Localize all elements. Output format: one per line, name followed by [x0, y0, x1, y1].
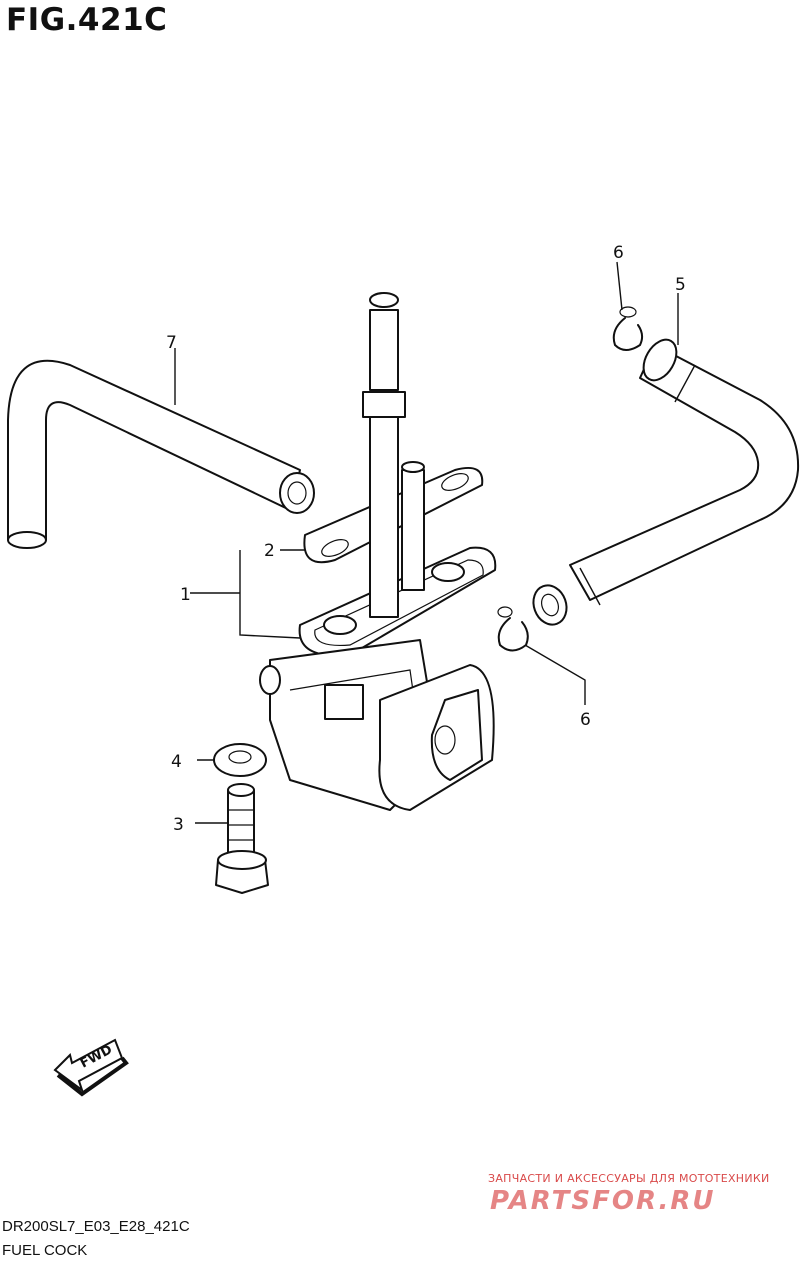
- callout-7: 7: [166, 333, 177, 353]
- bolt-3: [215, 783, 269, 894]
- clip-6-lower: [497, 606, 529, 652]
- clip-6-upper: [612, 306, 644, 351]
- watermark-tagline: ЗАПЧАСТИ И АКСЕССУАРЫ ДЛЯ МОТОТЕХНИКИ: [488, 1172, 770, 1185]
- watermark-brand: PARTSFOR.RU: [490, 1186, 716, 1216]
- callout-6-upper: 6: [613, 243, 624, 263]
- callout-1: 1: [180, 585, 191, 605]
- fuel-cock-assembly: [259, 292, 497, 811]
- figure-title: FIG.421C: [6, 2, 168, 38]
- callout-3: 3: [173, 815, 184, 835]
- callout-6-lower: 6: [580, 710, 591, 730]
- diagram-code: DR200SL7_E03_E28_421C: [2, 1218, 190, 1235]
- hose-7: [7, 359, 315, 549]
- leader-lines: [174, 261, 679, 824]
- callout-4: 4: [171, 752, 182, 772]
- diagram-name: FUEL COCK: [2, 1242, 88, 1259]
- washer-4: [213, 743, 267, 777]
- callout-5: 5: [675, 275, 686, 295]
- fwd-arrow-icon: FWD: [53, 1038, 129, 1097]
- hose-5: [532, 338, 800, 626]
- callout-2: 2: [264, 541, 275, 561]
